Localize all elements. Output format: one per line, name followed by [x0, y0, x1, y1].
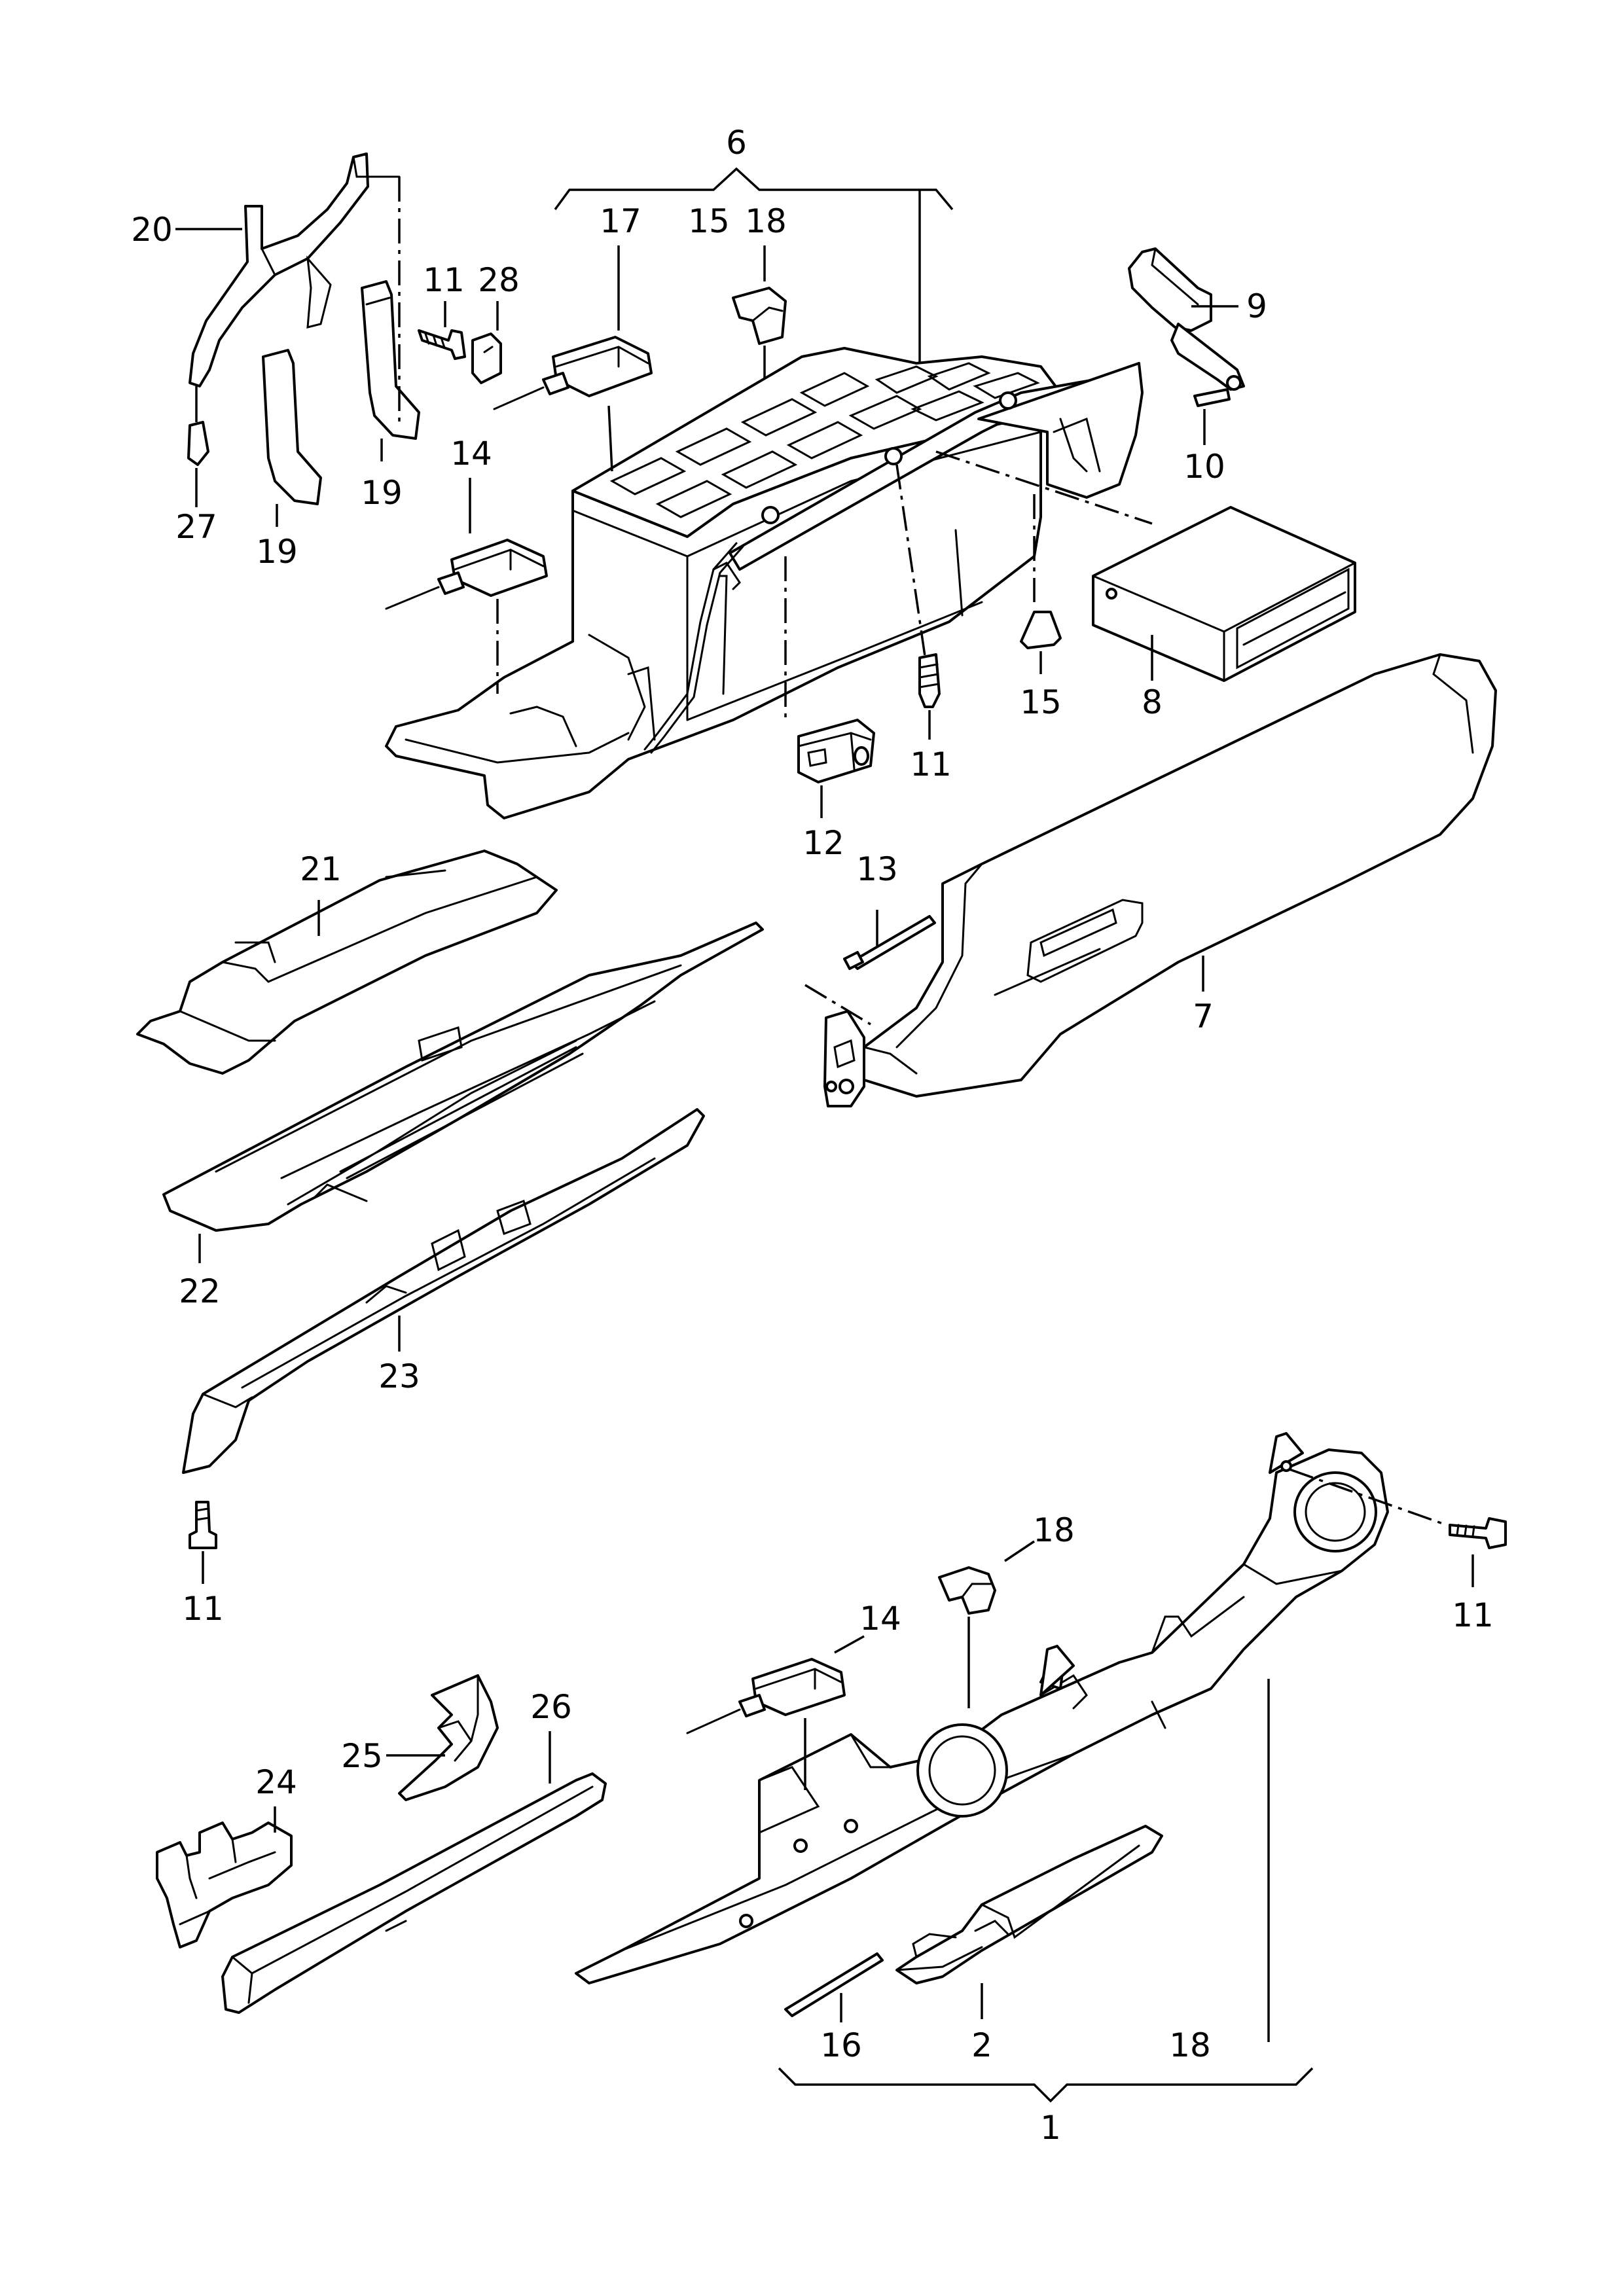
switch-14-top: 14 — [385, 435, 548, 610]
label-14b: 14 — [859, 1600, 901, 1638]
label-26: 26 — [530, 1688, 572, 1726]
label-9: 9 — [1246, 287, 1267, 325]
screw-10: 10 — [1183, 388, 1231, 486]
label-7: 7 — [1193, 997, 1214, 1035]
label-11a: 11 — [423, 261, 465, 299]
trim-strip-26: 26 — [221, 1688, 607, 2014]
strut-19-right: 19 — [361, 280, 420, 512]
bracket-20: 20 — [131, 152, 401, 387]
group-1-brace: 1 — [778, 2067, 1314, 2147]
label-11d: 11 — [1452, 1596, 1494, 1634]
label-25: 25 — [341, 1737, 383, 1775]
label-18c: 18 — [1169, 2026, 1211, 2064]
label-11c: 11 — [182, 1590, 224, 1628]
cap-28: 28 — [471, 261, 520, 384]
label-15a: 15 — [688, 202, 730, 240]
label-15b: 15 — [1020, 683, 1062, 721]
strut-19-left: 19 — [256, 349, 322, 571]
label-18a: 18 — [745, 202, 787, 240]
screw-11-left: 11 — [182, 1501, 224, 1628]
shroud-21: 21 — [136, 850, 558, 1075]
screw-11-right: 11 — [1449, 1517, 1507, 1634]
label-1: 1 — [1040, 2109, 1061, 2147]
bracket-24: 24 — [156, 1763, 297, 1948]
label-18b: 18 — [1033, 1511, 1075, 1549]
switch-17: 17 — [493, 202, 653, 410]
dashboard-panel-1 — [575, 1432, 1389, 1984]
label-8: 8 — [1142, 683, 1163, 721]
switch-14-bottom: 14 — [686, 1600, 901, 1734]
label-11b: 11 — [910, 745, 952, 783]
label-19b: 19 — [361, 474, 403, 512]
cap-15: 15 — [1020, 611, 1062, 721]
screw-11-center: 11 — [910, 653, 952, 783]
group-6-brace: 6 — [554, 124, 954, 363]
pin-13: 13 — [843, 850, 936, 970]
label-23: 23 — [378, 1357, 420, 1395]
part-9: 9 — [1128, 247, 1267, 391]
label-22: 22 — [179, 1272, 221, 1310]
bracket-25: 25 — [341, 1674, 499, 1801]
clip-27: 27 — [175, 386, 217, 546]
rod-16: 16 — [784, 1952, 884, 2064]
label-13: 13 — [856, 850, 898, 888]
switch-12: 12 — [797, 719, 875, 862]
label-28: 28 — [478, 261, 520, 299]
label-17: 17 — [600, 202, 641, 240]
screw-11-top: 11 — [418, 261, 466, 360]
label-6: 6 — [726, 124, 747, 162]
glovebox-housing — [385, 347, 1144, 819]
liner-22: 22 — [162, 922, 764, 1310]
label-21: 21 — [300, 850, 342, 888]
glovebox-lid-7: 7 — [823, 653, 1497, 1107]
handle-2: 2 — [895, 1825, 1163, 2064]
storage-pocket-8: 8 — [1092, 506, 1356, 721]
label-19a: 19 — [256, 533, 298, 571]
label-12: 12 — [803, 824, 844, 862]
label-24: 24 — [255, 1763, 297, 1801]
trim-23: 23 — [182, 1108, 705, 1474]
clip-18-mid: 18 — [938, 1511, 1075, 1615]
label-27: 27 — [175, 508, 217, 546]
label-14a: 14 — [450, 435, 492, 473]
label-20: 20 — [131, 211, 173, 249]
clip-18-top: 18 — [732, 202, 787, 380]
label-2: 2 — [971, 2026, 992, 2064]
label-16: 16 — [820, 2026, 862, 2064]
label-10: 10 — [1183, 448, 1225, 486]
